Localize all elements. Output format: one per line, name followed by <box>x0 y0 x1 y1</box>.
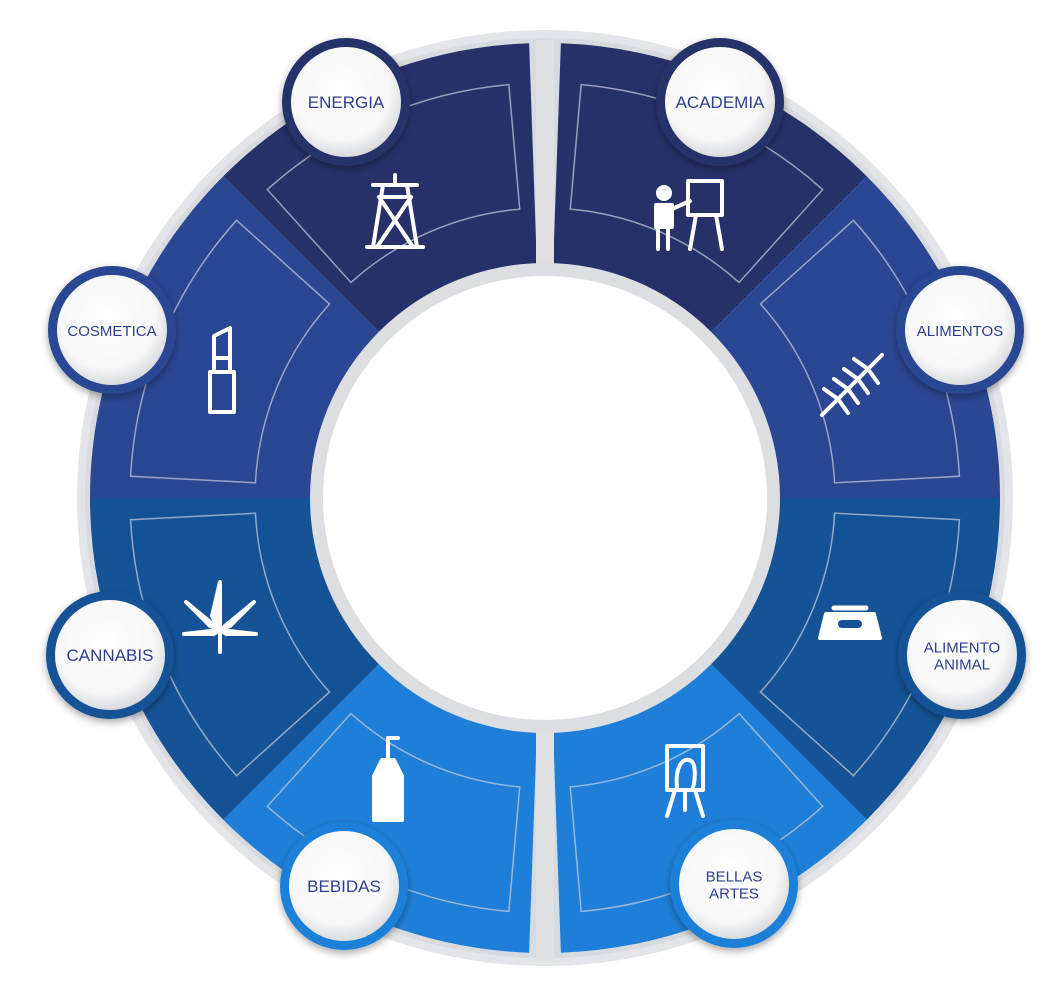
bubble-alimentos[interactable]: ALIMENTOS <box>896 266 1024 394</box>
bubble-label-energia: ENERGIA <box>308 93 385 112</box>
easel-portrait-icon <box>665 744 705 818</box>
bubble-cosmetica[interactable]: COSMETICA <box>48 266 176 394</box>
segment-outline-cosmetica <box>129 219 331 484</box>
segment-cannabis[interactable] <box>90 498 383 820</box>
bubble-label-cannabis: CANNABIS <box>67 646 154 665</box>
bubble-face-bebidas <box>289 831 399 941</box>
segment-academia[interactable] <box>553 43 867 336</box>
bubble-face-energia <box>291 47 401 157</box>
wheat-icon <box>820 353 884 417</box>
bubble-label-bellas-artes: ARTES <box>709 886 759 903</box>
bubble-label-bellas-artes: BELLAS <box>706 869 763 886</box>
bubble-face-bellas-artes <box>679 829 789 939</box>
bubble-face-cannabis <box>55 600 165 710</box>
bubble-face-academia <box>665 47 775 157</box>
bottle-icon <box>372 736 404 822</box>
segment-outline-cannabis <box>129 512 331 777</box>
segment-cosmetica[interactable] <box>90 176 383 498</box>
lipstick-icon <box>208 326 236 414</box>
bubble-label-alimento-animal: ALIMENTO <box>924 640 1000 657</box>
bubble-face-alimentos <box>905 275 1015 385</box>
bubble-bebidas[interactable]: BEBIDAS <box>280 822 408 950</box>
power-tower-icon <box>365 173 425 249</box>
segment-outline-bebidas <box>266 712 521 913</box>
divider-vertical-top <box>536 40 554 300</box>
hub-center <box>323 276 767 720</box>
bubble-face-cosmetica <box>57 275 167 385</box>
segment-alimento-animal[interactable] <box>707 498 1000 820</box>
bubble-energia[interactable]: ENERGIA <box>282 38 410 166</box>
bubble-face-alimento-animal <box>907 600 1017 710</box>
segment-outline-alimentos <box>759 219 961 484</box>
bubble-cannabis[interactable]: CANNABIS <box>46 591 174 719</box>
cannabis-leaf-icon <box>182 580 258 654</box>
bubble-label-cosmetica: COSMETICA <box>67 323 156 340</box>
pet-bowl-icon <box>818 605 882 640</box>
segment-alimentos[interactable] <box>707 176 1000 498</box>
bubble-label-bebidas: BEBIDAS <box>307 877 381 896</box>
teacher-board-icon <box>654 179 724 251</box>
divider-vertical-bottom <box>536 690 554 960</box>
bubble-label-academia: ACADEMIA <box>676 93 765 112</box>
bubble-academia[interactable]: ACADEMIA <box>656 38 784 166</box>
bubble-label-alimento-animal: ANIMAL <box>934 657 990 674</box>
bubble-label-alimentos: ALIMENTOS <box>917 323 1003 340</box>
